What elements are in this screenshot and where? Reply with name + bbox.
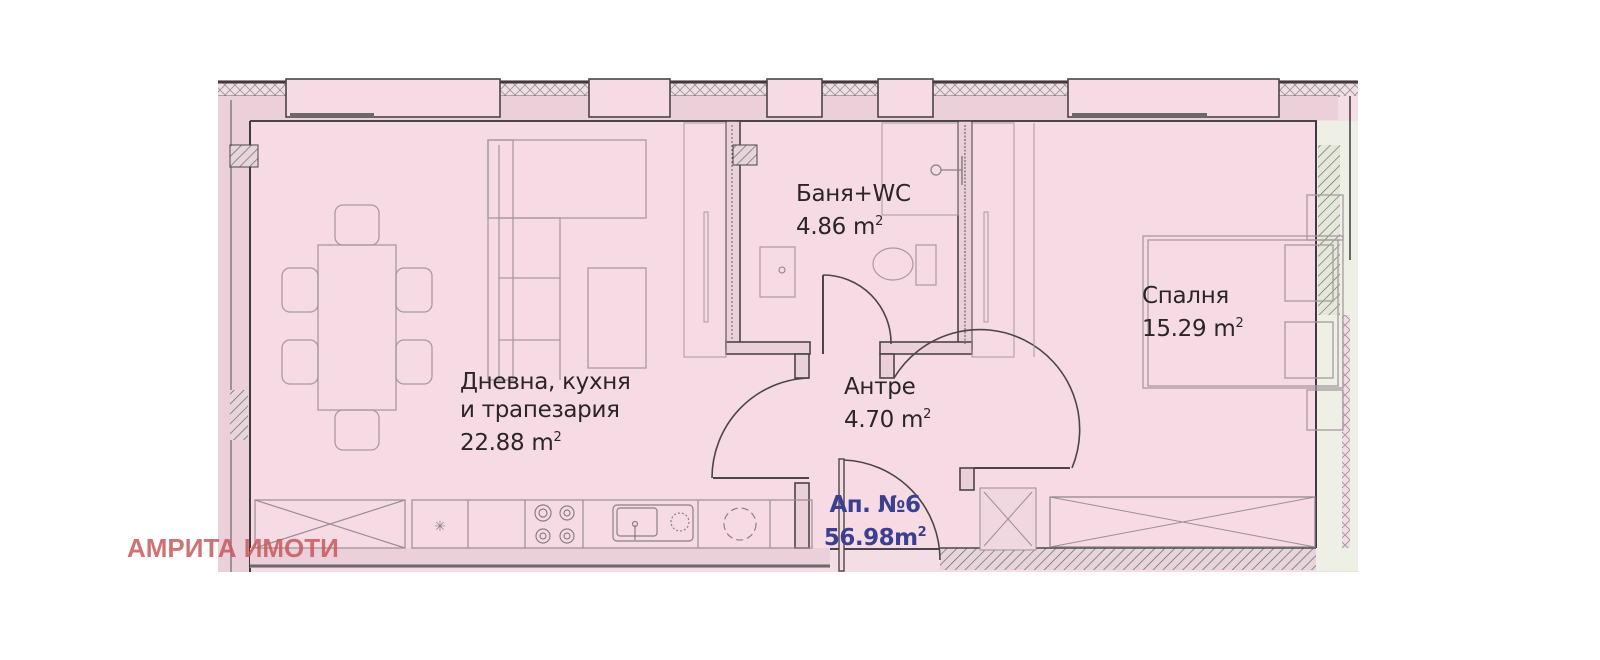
room-area: 4.86 m2 [796,214,884,240]
window [285,78,501,118]
fridge-icon: ✳ [434,519,446,535]
door-swing [822,274,892,345]
wardrobe [971,122,1015,358]
window [766,78,823,118]
washing-machine [723,507,757,541]
room-area: 15.29 m2 [1142,316,1244,342]
room-name: Антре [844,374,916,400]
apartment-label: Ап. №6 56.98m2 [800,492,950,552]
windows-top [285,78,1280,118]
bed [1142,194,1344,431]
wardrobe [683,122,727,358]
door-swing [711,377,810,479]
room-label-bathroom: Баня+WC 4.86 m2 [796,180,911,241]
column-hatch [230,390,248,440]
room-label-living: Дневна, кухня и трапезария 22.88 m2 [460,368,631,457]
room-name: Дневна, кухня [460,369,631,395]
room-area: 22.88 m2 [460,430,562,456]
door-swing [893,328,1081,469]
entry-door-swing [843,459,941,561]
washbasin [759,246,796,298]
coffee-table [587,267,647,369]
kitchen-counter [254,499,813,549]
column-hatch [229,144,259,168]
window [588,78,671,118]
apartment-area: 56.98m2 [823,525,927,551]
watermark: АМРИТА ИМОТИ [127,533,339,563]
apartment-number: Ап. №6 [829,492,921,518]
room-label-bedroom: Спалня 15.29 m2 [1142,282,1244,343]
dining-set [281,204,433,451]
wardrobe-bedroom [1049,496,1316,548]
shower [881,122,959,216]
room-area: 4.70 m2 [844,407,932,433]
room-name-line2: и трапезария [460,397,620,423]
column-hatch [732,144,758,166]
toilet [872,247,914,281]
room-name: Баня+WC [796,181,911,207]
sink [612,504,694,542]
room-label-hall: Антре 4.70 m2 [844,373,931,434]
sofa [487,139,647,381]
room-name: Спалня [1142,283,1229,309]
window [877,78,934,118]
cooktop [534,504,575,544]
window [1067,78,1280,118]
exterior-wall-bottom [940,548,1316,570]
column-hatch [1318,145,1340,315]
